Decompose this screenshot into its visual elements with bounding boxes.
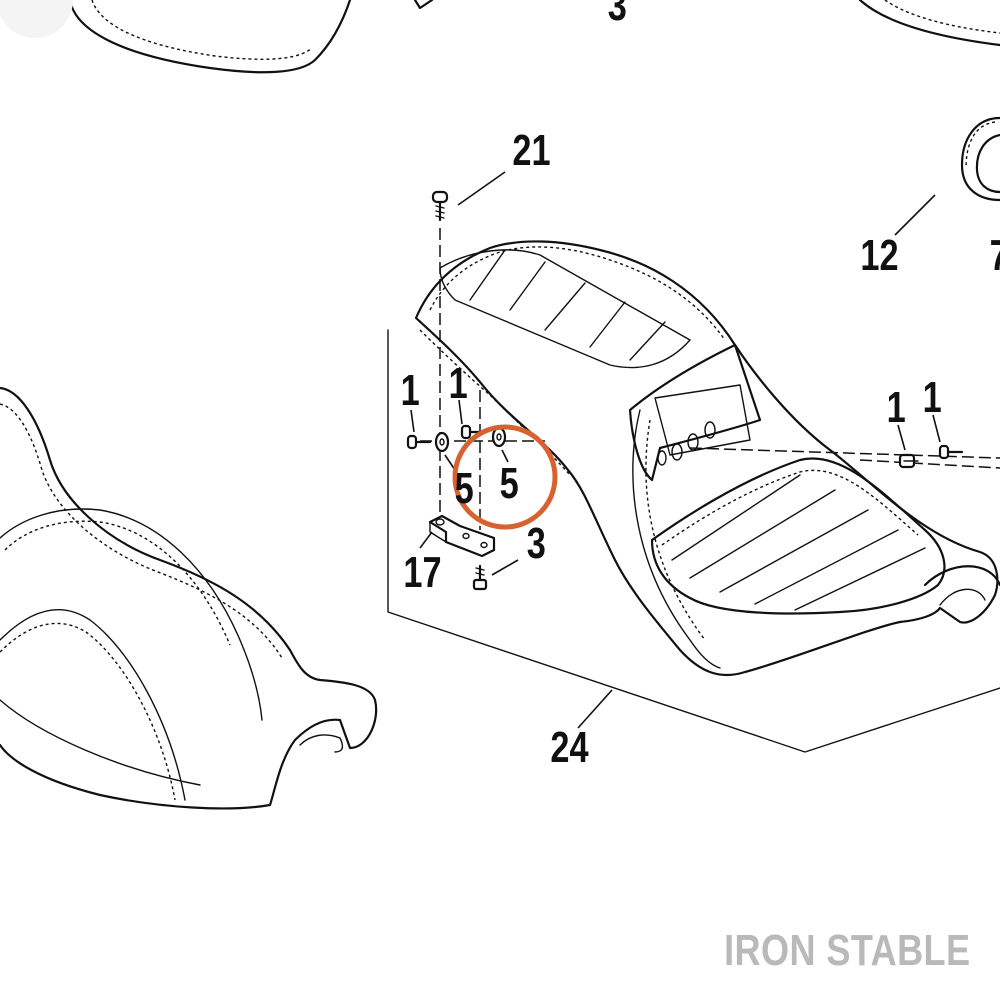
seat-fragment-top-right [858, 0, 1000, 47]
screw-1-right-a [898, 453, 919, 469]
callout-1-right-a: 1 [887, 383, 906, 432]
callout-3: 3 [527, 519, 546, 568]
bolt-3 [472, 564, 488, 591]
small-part-fragment [413, 0, 434, 10]
callout-12: 12 [860, 231, 898, 280]
callout-21: 21 [512, 126, 550, 175]
seat-fragment-top-left [0, 0, 352, 74]
screw-1-right-b [938, 444, 964, 460]
callout-17: 17 [403, 548, 441, 597]
callout-7: 7 [990, 231, 1000, 280]
highlight-circle [452, 424, 558, 530]
watermark-text: IRON STABLE [723, 926, 970, 975]
main-seat-24 [414, 240, 1000, 677]
washer-5-left [434, 431, 450, 453]
seat-left-large [0, 386, 378, 810]
callout-5-left: 5 [455, 464, 474, 513]
bolt-21 [431, 190, 449, 222]
callout-24: 24 [550, 723, 588, 772]
screw-1-left [406, 434, 432, 450]
callout-5-right: 5 [500, 459, 519, 508]
callout-1-right-b: 1 [923, 373, 942, 422]
bracket-17 [428, 514, 496, 558]
guide-line-right-b [859, 459, 1000, 469]
ring-part-12 [960, 116, 1000, 202]
kit-box-outline [387, 329, 1000, 753]
callout-1-left: 1 [401, 366, 420, 415]
washer-5-right [491, 426, 507, 448]
callout-1-mid: 1 [449, 359, 468, 408]
callout-3-top: 3 [608, 0, 627, 30]
leader-lines [410, 171, 941, 729]
